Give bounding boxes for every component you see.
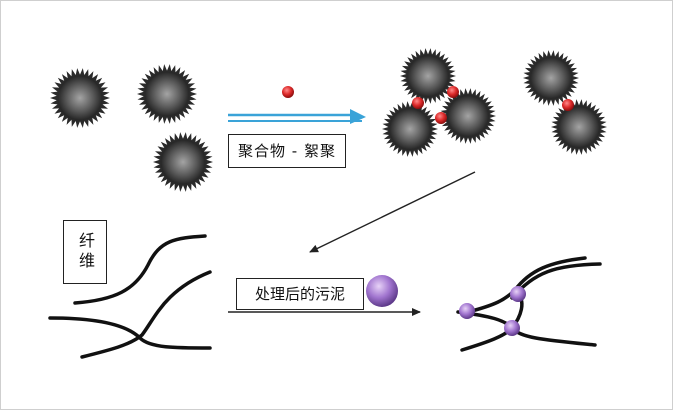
floc-particle-loose-1 xyxy=(50,68,110,128)
polymer-bridge-1 xyxy=(412,97,424,109)
fiber-label-text: 纤维 xyxy=(76,232,95,272)
floc-particle-loose-3 xyxy=(153,132,213,192)
treated-sludge-label: 处理后的污泥 xyxy=(236,278,364,310)
sludge-on-fiber-1 xyxy=(510,286,526,302)
flocculation-arrow xyxy=(228,109,366,124)
fibers-after xyxy=(456,256,602,352)
sludge-on-fiber-3 xyxy=(504,320,520,336)
fibers-before xyxy=(48,234,212,359)
floc-particle-cluster1-3 xyxy=(382,101,438,157)
polymer-bridge-3 xyxy=(435,112,447,124)
floc-particle-loose-2 xyxy=(137,64,197,124)
floc-particle-cluster2-1 xyxy=(523,50,579,106)
polymer-bridge-2 xyxy=(447,86,459,98)
floc-particle-cluster2-2 xyxy=(551,99,607,155)
sludge-on-fiber-2 xyxy=(459,303,475,319)
floc-particle-cluster1-1 xyxy=(400,48,456,104)
polymer-flocculation-label: 聚合物 - 絮聚 xyxy=(228,134,346,168)
sludge-particle-icon xyxy=(366,275,398,307)
flocs-layer xyxy=(50,48,607,192)
transfer-arrow xyxy=(309,171,476,253)
polymer-particle xyxy=(282,86,294,98)
fiber-label: 纤维 xyxy=(63,220,107,284)
floc-particle-cluster1-2 xyxy=(440,88,496,144)
polymer-dots-layer xyxy=(282,86,574,336)
polymer-bridge-4 xyxy=(562,99,574,111)
